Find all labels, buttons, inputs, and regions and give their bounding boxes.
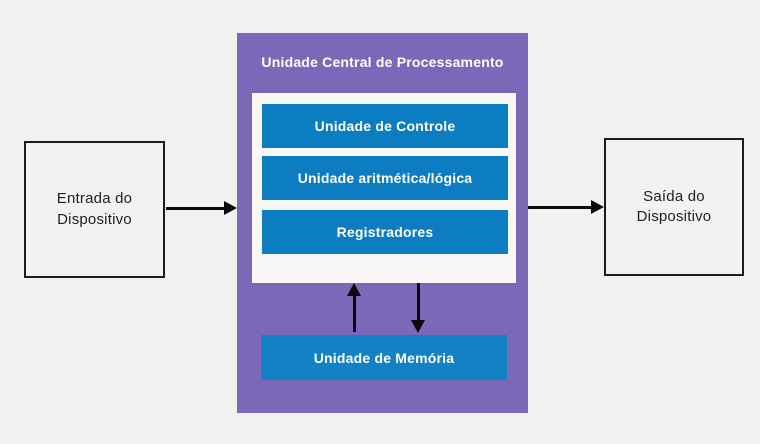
memory-to-cpu-arrow-shaft [353,295,356,332]
arithmetic-logic-unit-bar: Unidade aritmética/lógica [262,156,508,200]
cpu-inner-panel: Unidade de Controle Unidade aritmética/l… [252,93,516,283]
input-device-label: Entrada do Dispositivo [56,190,133,228]
output-device-box: Saída do Dispositivo [604,138,744,276]
input-to-cpu-arrowhead-icon [224,201,237,215]
memory-unit-label: Unidade de Memória [313,349,455,366]
control-unit-bar: Unidade de Controle [262,104,508,148]
input-device-box: Entrada do Dispositivo [24,141,165,278]
memory-to-cpu-arrowhead-icon [347,283,361,296]
memory-unit-bar: Unidade de Memória [261,335,507,380]
cpu-title: Unidade Central de Processamento [261,54,504,70]
registers-bar: Registradores [262,210,508,254]
cpu-to-memory-arrow-shaft [417,283,420,321]
arithmetic-logic-unit-label: Unidade aritmética/lógica [297,170,473,186]
registers-label: Registradores [336,224,434,240]
output-device-label: Saída do Dispositivo [636,187,712,225]
cpu-to-output-arrow-shaft [528,206,592,209]
cpu-to-memory-arrowhead-icon [411,320,425,333]
input-to-cpu-arrow-shaft [166,207,225,210]
cpu-box: Unidade Central de Processamento Unidade… [237,33,528,413]
cpu-to-output-arrowhead-icon [591,200,604,214]
control-unit-label: Unidade de Controle [314,118,456,134]
